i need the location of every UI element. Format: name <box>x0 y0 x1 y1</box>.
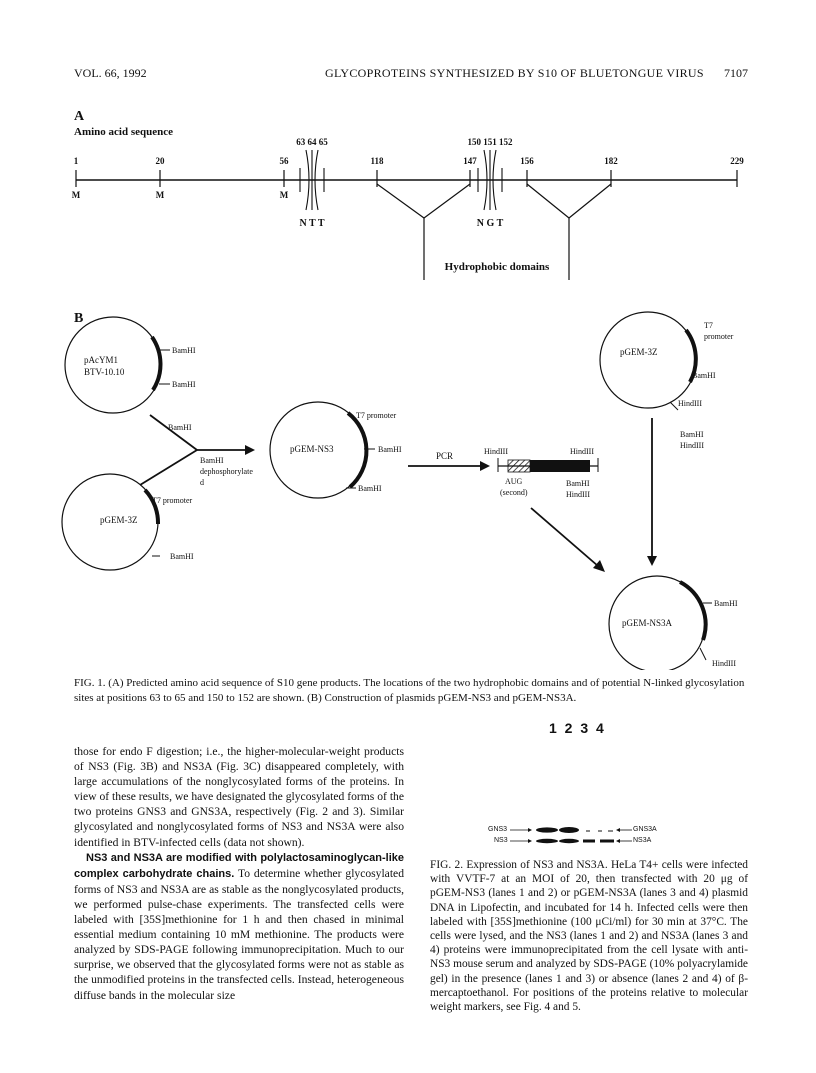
insert-diagonal-arrow <box>530 507 599 567</box>
aug-label: AUG <box>505 477 523 486</box>
pgem3z-right-bamhi: BamHI <box>692 371 716 380</box>
met-20: M <box>156 190 165 200</box>
fragment-hindiii-right: HindIII <box>570 447 594 456</box>
pacym1-insert <box>150 335 163 392</box>
gel-band-lane1-gns3 <box>536 827 558 833</box>
pgem3z-right-hindiii: HindIII <box>678 399 702 408</box>
bamhi-dephos-2: dephosphorylate <box>200 467 253 476</box>
fragment-digest-bamhi: BamHI <box>566 479 590 488</box>
pgem-ns3-bamhi-2: BamHI <box>358 484 382 493</box>
gel-band-lane3-ns3a <box>583 839 595 843</box>
pos-229: 229 <box>730 156 744 166</box>
panel-a-label: A <box>74 109 85 124</box>
right-digest-hindiii: HindIII <box>680 441 704 450</box>
ns3a-coding-region <box>530 460 590 472</box>
fragment-hindiii-left: HindIII <box>484 447 508 456</box>
gel-image <box>510 827 632 844</box>
gel-label-gns3: GNS3 <box>488 826 508 833</box>
right-digest-bamhi: BamHI <box>680 430 704 439</box>
pgem3z-right-plasmid <box>599 311 697 409</box>
body-paragraph-2: NS3 and NS3A are modified with polylacto… <box>74 850 404 1003</box>
pgem3z-right-promoter: promoter <box>704 332 734 341</box>
pos-147: 147 <box>463 156 477 166</box>
running-head-volume: VOL. 66, 1992 <box>74 66 147 80</box>
pgem-ns3-t7-label: T7 promoter <box>356 411 397 420</box>
pacym1-bamhi-bottom: BamHI <box>172 380 196 389</box>
pos-118: 118 <box>370 156 384 166</box>
pgem3z-left-name: pGEM-3Z <box>100 515 138 525</box>
pgem-ns3a-bamhi: BamHI <box>714 599 738 608</box>
pgem-ns3-insert <box>346 411 369 489</box>
pgem3z-right-t7 <box>684 328 698 383</box>
panel-b-label: B <box>74 311 83 326</box>
hydrophobic-domains-bracket <box>376 183 612 280</box>
pacym1-plasmid <box>64 316 162 414</box>
pgem-ns3-bamhi-1: BamHI <box>378 445 402 454</box>
pgem3z-right-t7: T7 <box>704 321 713 330</box>
pacym1-bamhi-top: BamHI <box>172 346 196 355</box>
digest-down-arrowhead <box>647 556 657 566</box>
aug-second-label: (second) <box>500 488 528 497</box>
hydrophobic-domains-label: Hydrophobic domains <box>445 261 550 273</box>
met-56: M <box>280 190 289 200</box>
site2-sequence: N G T <box>477 218 504 229</box>
panel-a-title: Amino acid sequence <box>74 126 173 138</box>
pgem3z-left-t7-label: T7 promoter <box>152 496 193 505</box>
aug-region <box>507 459 531 473</box>
body-paragraph-2-text: To determine whether glycosylated forms … <box>74 866 404 1002</box>
glycosylation-site-2-marker <box>477 149 503 211</box>
ligation-arrowhead <box>245 445 255 455</box>
page-number: 7107 <box>724 66 748 80</box>
gel-label-gns3a: GNS3A <box>633 826 657 833</box>
figure-2-caption-text: FIG. 2. Expression of NS3 and NS3A. HeLa… <box>430 859 748 1014</box>
bamhi-cut-label: BamHI <box>168 423 192 432</box>
gel-lane-numbers: 1 2 3 4 <box>549 720 606 736</box>
pacym1-name: pAcYM1 <box>84 355 118 365</box>
pcr-arrowhead <box>480 461 490 471</box>
pgem-ns3-name: pGEM-NS3 <box>290 444 334 454</box>
gel-label-ns3a: NS3A <box>633 837 652 844</box>
gel-band-lane4-ns3a <box>600 839 614 843</box>
pgem3z-left-bamhi: BamHI <box>170 552 194 561</box>
body-text-column: those for endo F digestion; i.e., the hi… <box>74 744 404 1003</box>
figure-2-caption: FIG. 2. Expression of NS3 and NS3A. HeLa… <box>430 858 748 1014</box>
gel-band-lane2-gns3 <box>559 827 579 833</box>
pos-156: 156 <box>520 156 534 166</box>
pos-182: 182 <box>604 156 618 166</box>
pgem-ns3a-name: pGEM-NS3A <box>622 618 673 628</box>
pacym1-insert-name: BTV-10.10 <box>84 367 125 377</box>
section-heading: NS3 and NS3A are modified with polylacto… <box>74 851 404 880</box>
pgem-ns3a-insert <box>679 580 708 641</box>
figure-1-caption: FIG. 1. (A) Predicted amino acid sequenc… <box>74 677 745 704</box>
pcr-label: PCR <box>436 451 453 461</box>
fragment-digest-hindiii: HindIII <box>566 490 590 499</box>
site1-positions: 63 64 65 <box>296 137 328 147</box>
pos-56: 56 <box>280 156 290 166</box>
running-head-title: GLYCOPROTEINS SYNTHESIZED BY S10 OF BLUE… <box>325 66 704 80</box>
insert-diagonal-arrowhead <box>593 560 605 572</box>
pos-20: 20 <box>156 156 166 166</box>
gel-band-lane1-ns3 <box>536 838 558 844</box>
pos-1: 1 <box>74 156 79 166</box>
figure-1: A Amino acid sequence 1 20 56 118 147 15… <box>61 109 744 670</box>
site1-sequence: N T T <box>299 218 324 229</box>
bamhi-dephos-1: BamHI <box>200 456 224 465</box>
pgem3z-left-t7 <box>143 488 161 525</box>
ligation-arrows <box>139 414 245 486</box>
pgem-ns3a-hindiii: HindIII <box>712 659 736 668</box>
met-1: M <box>72 190 81 200</box>
bamhi-dephos-3: d <box>200 478 204 487</box>
gel-label-ns3: NS3 <box>494 837 508 844</box>
site2-positions: 150 151 152 <box>468 137 514 147</box>
body-paragraph-1: those for endo F digestion; i.e., the hi… <box>74 745 404 849</box>
glycosylation-site-1-marker <box>299 149 325 211</box>
gel-band-lane2-ns3 <box>559 838 579 844</box>
pgem3z-right-name: pGEM-3Z <box>620 347 658 357</box>
